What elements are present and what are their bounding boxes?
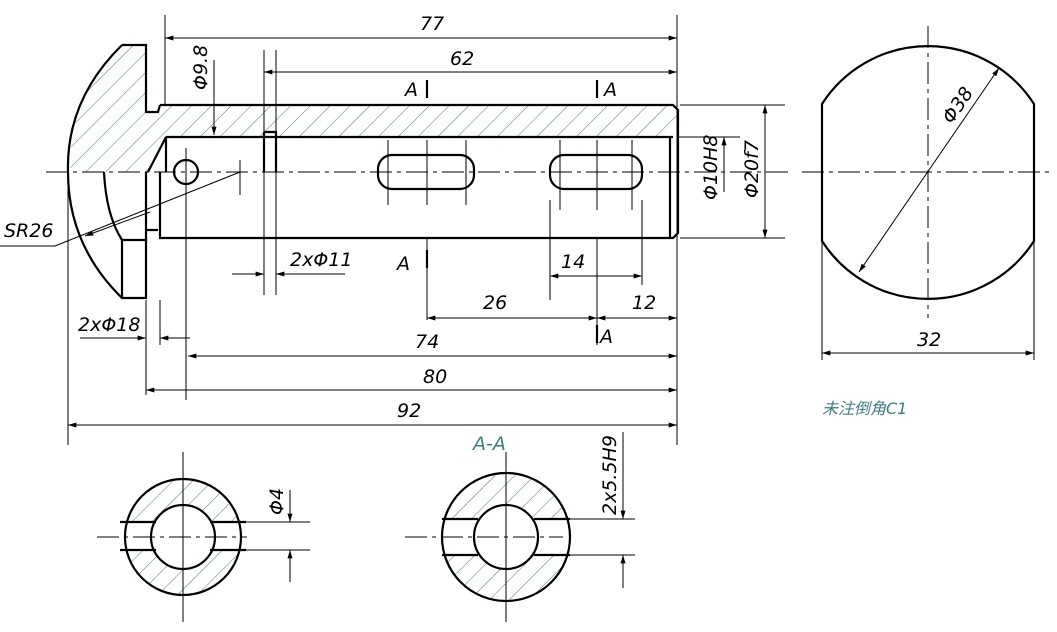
section-mark-a: A: [602, 79, 617, 101]
dim-20f7: Φ20f7: [741, 140, 763, 198]
dim-9-8: Φ9.8: [190, 45, 212, 90]
section-mark-a: A: [598, 326, 613, 348]
head-outline: [66, 43, 162, 300]
side-view: 32 Φ38 未注倒角C1: [802, 26, 1054, 418]
dim-77: 77: [420, 13, 444, 35]
dim-2x11: 2xΦ11: [290, 249, 352, 271]
shaft-outline: [147, 103, 680, 240]
section-mark-a: A: [403, 79, 418, 101]
dim-38: Φ38: [938, 83, 978, 128]
section-view-a-a: 2x5.5H9 A-A: [405, 432, 635, 622]
dim-62: 62: [450, 48, 474, 70]
section-title: A-A: [471, 433, 506, 455]
dim-74: 74: [415, 331, 439, 353]
dim-26: 26: [483, 292, 507, 314]
dim-10h8: Φ10H8: [700, 134, 722, 200]
main-view: 77 62 74 80 92 26 12 14 2xΦ11 2xΦ18 SR26…: [0, 13, 790, 445]
dimension-lines: [0, 35, 768, 428]
section-cut-marks: [425, 80, 599, 343]
dim-2x5-5h9: 2x5.5H9: [599, 435, 621, 515]
chamfer-note: 未注倒角C1: [822, 399, 907, 418]
section-mark-a: A: [395, 253, 410, 275]
dim-80: 80: [423, 366, 447, 388]
dim-sr26: SR26: [4, 220, 53, 242]
dim-12: 12: [632, 292, 656, 314]
dim-2x18: 2xΦ18: [78, 314, 140, 336]
dim-92: 92: [397, 400, 421, 422]
dim-32: 32: [917, 329, 941, 351]
hatched-section-upper: [70, 45, 678, 172]
dim-4: Φ4: [266, 488, 288, 515]
dim-14: 14: [561, 251, 585, 273]
section-view-hole: Φ4: [97, 452, 310, 622]
slot-centerlines: [185, 140, 633, 400]
extension-lines: [67, 15, 785, 445]
